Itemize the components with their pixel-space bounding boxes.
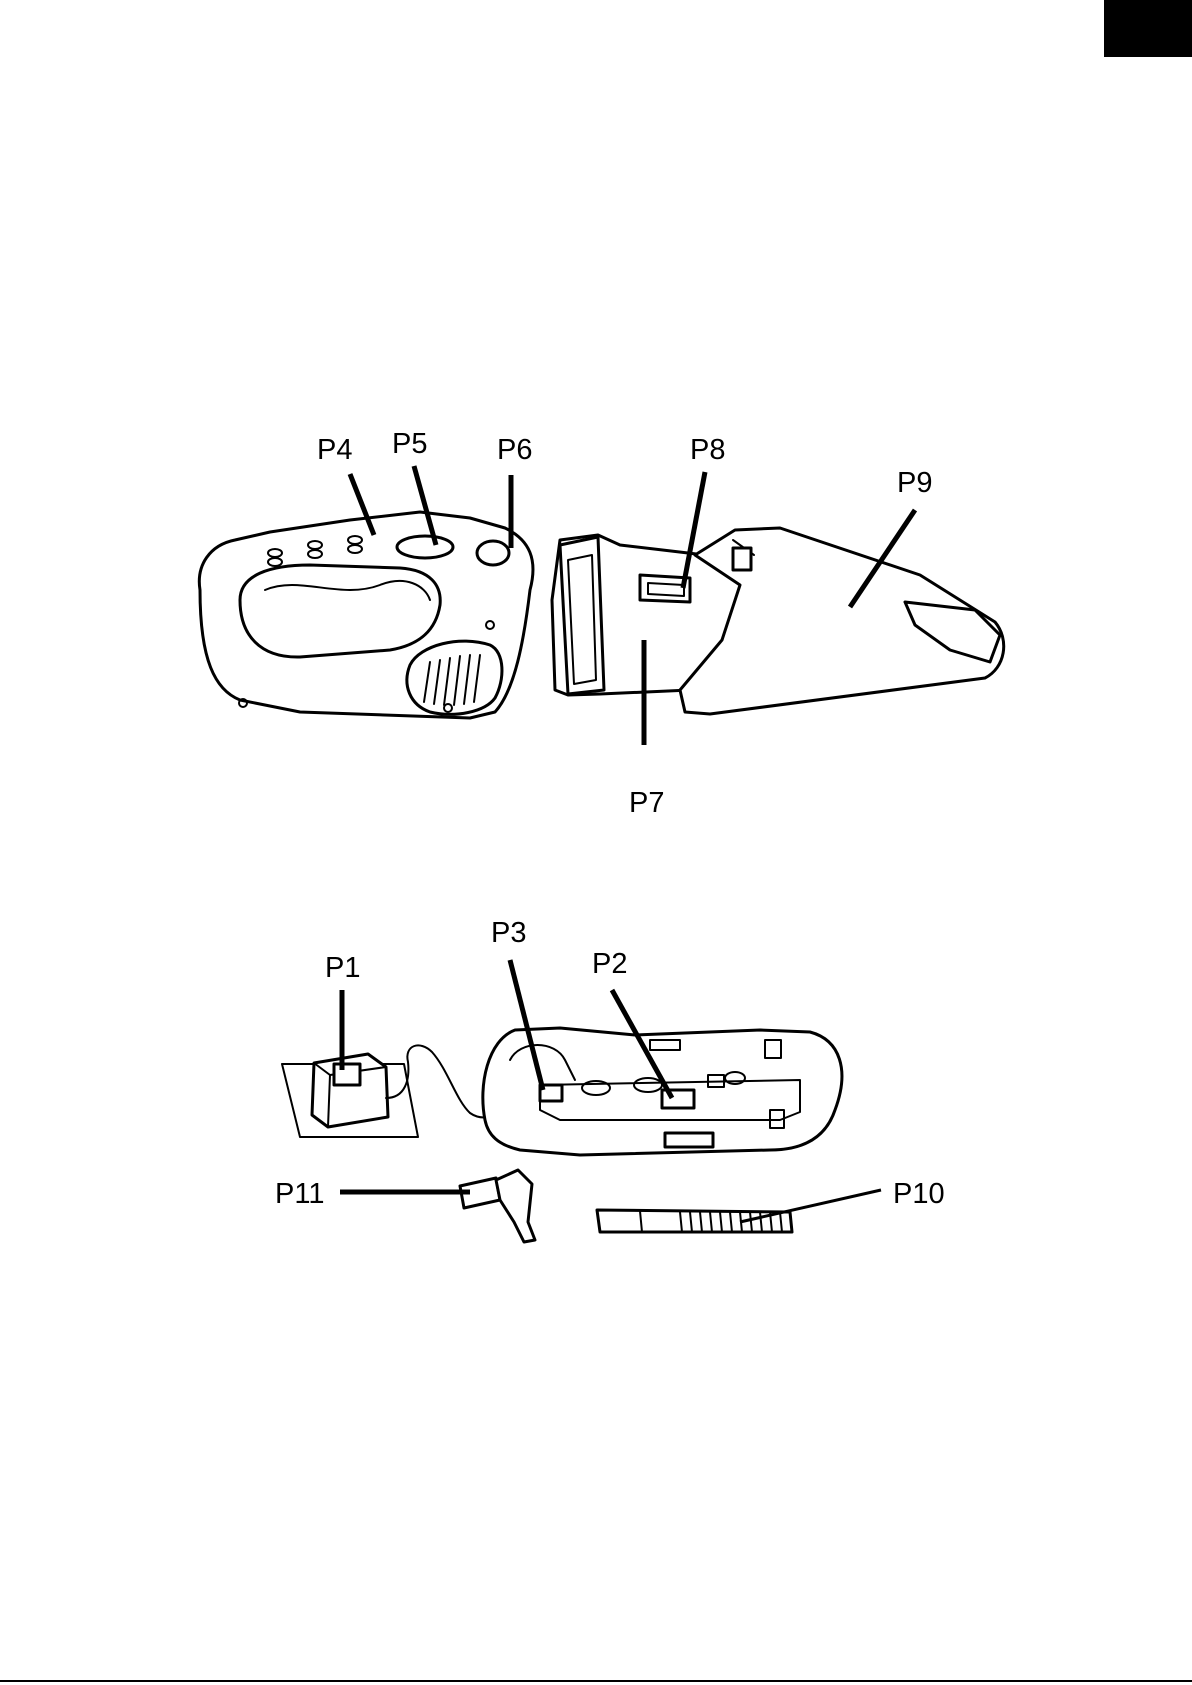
bottom-rule xyxy=(0,1680,1192,1682)
label-p4: P4 xyxy=(317,434,352,466)
label-p2: P2 xyxy=(592,948,627,980)
label-p8: P8 xyxy=(690,434,725,466)
label-p5: P5 xyxy=(392,428,427,460)
label-p11: P11 xyxy=(275,1178,324,1210)
label-p6: P6 xyxy=(497,434,532,466)
adapter-plug xyxy=(282,1045,500,1137)
charging-base xyxy=(483,1028,842,1155)
label-p9: P9 xyxy=(897,467,932,499)
brush-attachment xyxy=(597,1210,792,1232)
crevice-nozzle xyxy=(460,1170,535,1242)
vacuum-dust-container xyxy=(680,528,1004,714)
vacuum-handle-body xyxy=(199,512,533,718)
label-p7: P7 xyxy=(629,787,664,819)
label-p3: P3 xyxy=(491,917,526,949)
label-p10: P10 xyxy=(893,1178,945,1210)
label-p1: P1 xyxy=(325,952,360,984)
